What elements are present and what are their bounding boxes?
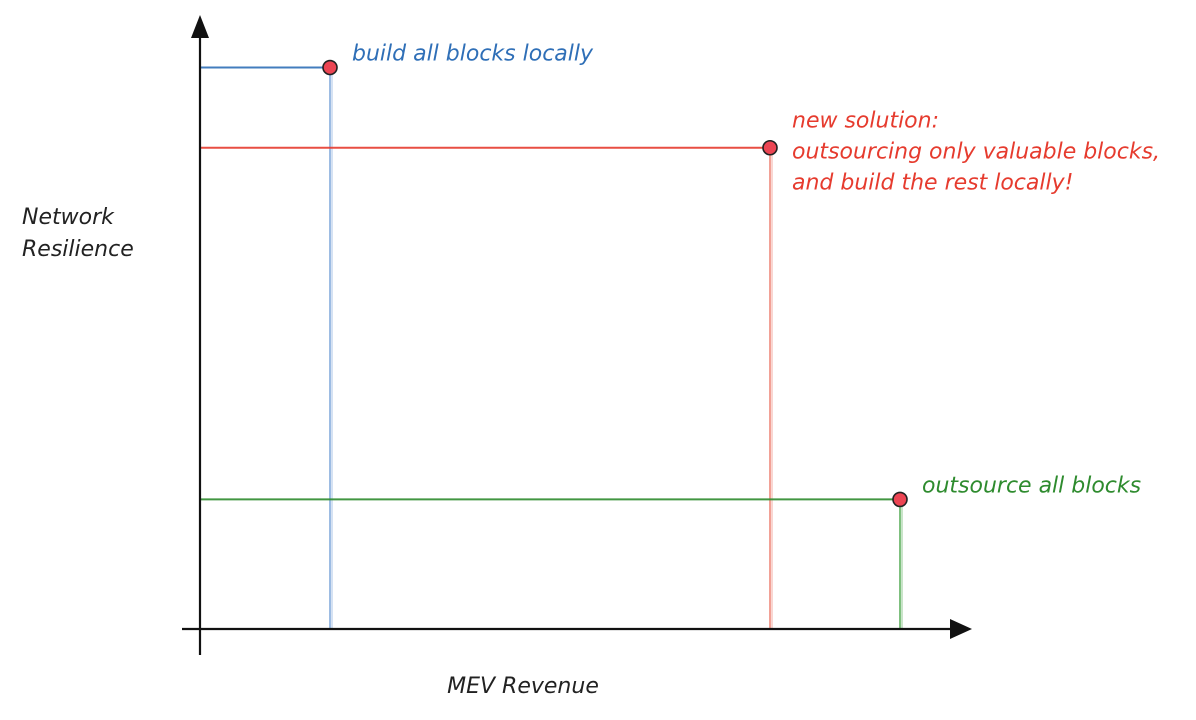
point-label-0-line-0: build all blocks locally xyxy=(352,42,594,67)
y-axis-label-line-1: Network xyxy=(22,205,115,230)
point-labels: build all blocks locally new solution: out… xyxy=(352,42,1160,499)
y-axis-label-line-2: Resilience xyxy=(22,237,134,262)
data-point-1 xyxy=(762,139,778,156)
axes xyxy=(182,15,972,655)
y-axis-label: Network Resilience xyxy=(22,205,134,262)
x-axis-arrow xyxy=(950,619,972,639)
data-points xyxy=(322,59,908,508)
guide-lines xyxy=(200,66,903,629)
data-point-2 xyxy=(892,491,908,508)
data-point-0 xyxy=(322,59,338,76)
y-axis-arrow xyxy=(191,15,209,38)
point-label-0: build all blocks locally xyxy=(352,42,594,67)
point-label-2-line-0: outsource all blocks xyxy=(922,473,1141,498)
x-axis-label: MEV Revenue xyxy=(447,674,599,699)
point-label-1-line-1: outsourcing only valuable blocks, xyxy=(792,140,1160,165)
point-label-1-line-0: new solution: xyxy=(792,109,939,134)
point-label-1: new solution: outsourcing only valuable b… xyxy=(792,109,1160,196)
point-label-1-line-2: and build the rest locally! xyxy=(792,171,1073,196)
point-label-2: outsource all blocks xyxy=(922,473,1141,498)
